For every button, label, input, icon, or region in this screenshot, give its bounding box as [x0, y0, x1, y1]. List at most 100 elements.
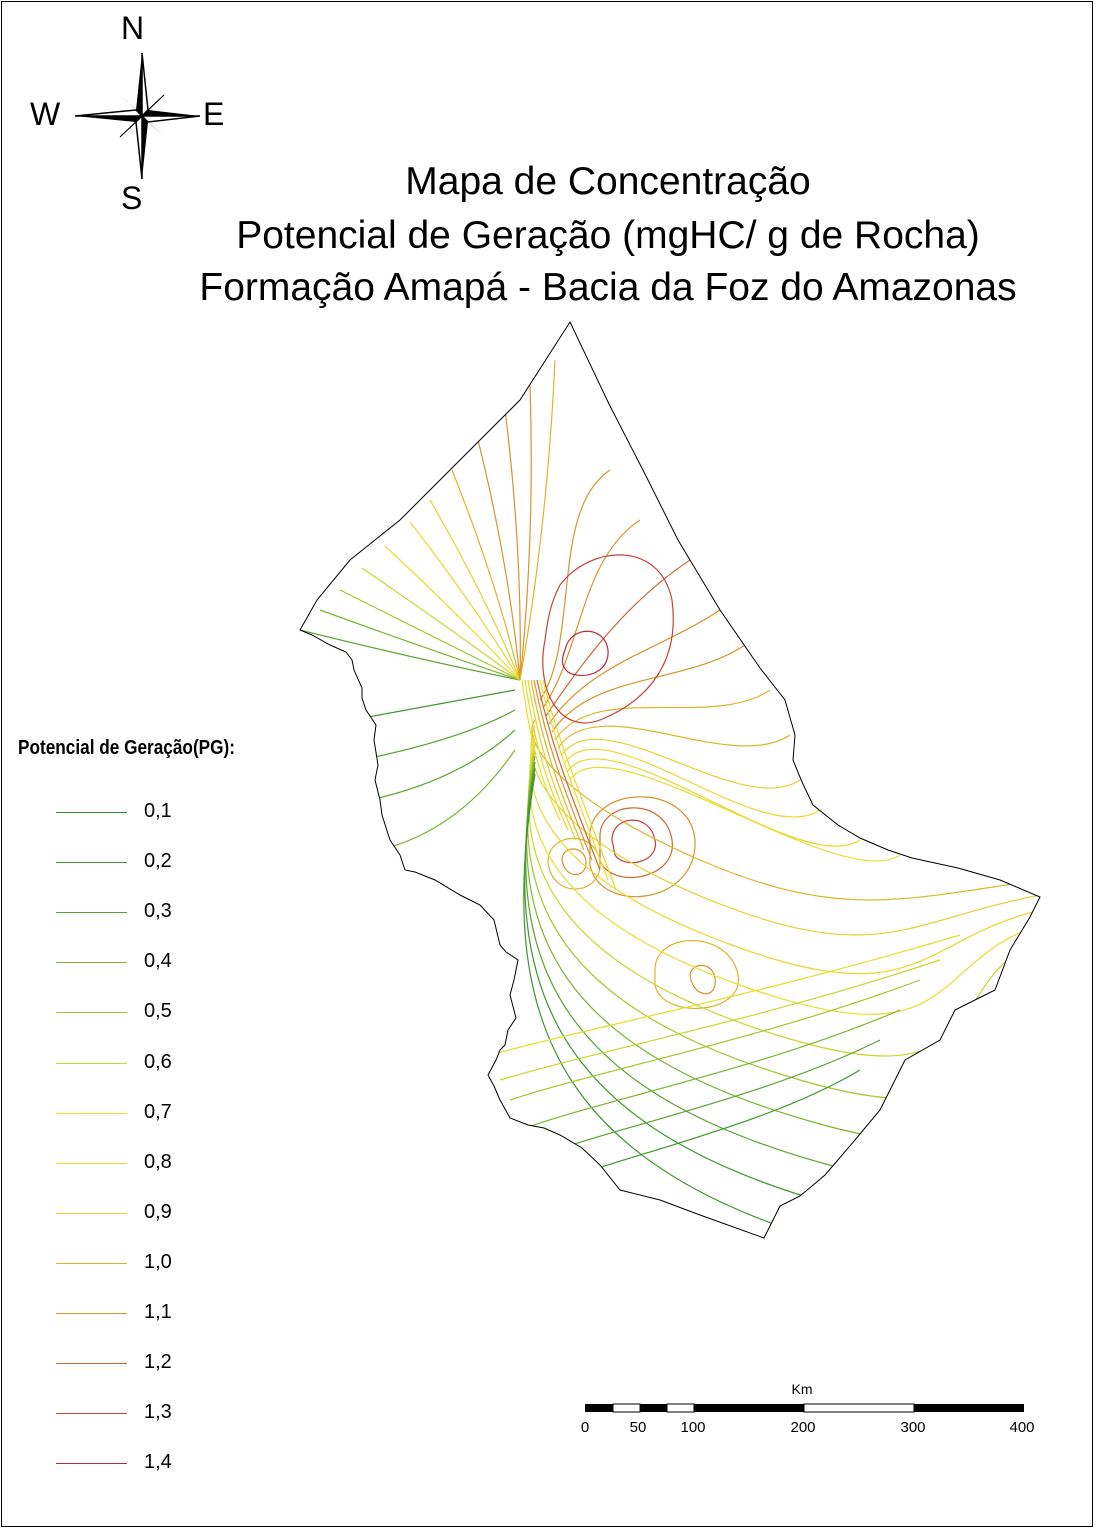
contour-line: [547, 837, 601, 890]
legend-label: 1,3: [144, 1401, 172, 1424]
scale-bar: [585, 1403, 1024, 1413]
legend-label: 0,2: [144, 850, 172, 873]
legend-item: 0,9: [56, 1199, 256, 1229]
contour-line: [521, 679, 561, 821]
contour-line: [689, 964, 716, 995]
legend-line-swatch: [56, 1112, 127, 1114]
contour-line: [530, 679, 585, 851]
legend-title: Potencial de Geração(PG):: [18, 737, 235, 759]
legend-item: 0,5: [56, 998, 256, 1028]
contour-line: [477, 439, 521, 681]
contour-line: [489, 934, 961, 1056]
scale-tick-label: 100: [680, 1419, 706, 1436]
contour-line: [519, 384, 532, 681]
legend-line-swatch: [56, 1212, 127, 1214]
map-title-line-3: Formação Amapá - Bacia da Foz do Amazona…: [199, 266, 1017, 309]
legend-line-swatch: [56, 962, 127, 964]
contour-line: [524, 767, 1040, 1228]
contour-line: [369, 729, 516, 801]
contour-line: [523, 773, 1040, 1238]
contour-line: [409, 521, 521, 681]
contour-line: [531, 719, 1040, 901]
contour-line: [319, 609, 521, 681]
contour-line: [654, 940, 739, 1009]
compass-west-label: W: [30, 96, 61, 132]
compass-south-label: S: [121, 180, 143, 216]
legend-item: 0,7: [56, 1099, 256, 1129]
contour-line: [527, 743, 1040, 1057]
legend-label: 0,1: [144, 800, 172, 822]
legend-item: 0,2: [56, 848, 256, 878]
contour-line: [384, 545, 521, 681]
contour-line: [542, 519, 641, 709]
contour-line: [529, 731, 1040, 975]
legend-line-swatch: [56, 1313, 127, 1314]
contour-line: [361, 567, 521, 681]
contour-line: [542, 554, 674, 724]
contour-line: [530, 725, 1040, 936]
contour-line: [539, 1069, 861, 1191]
scale-tick-label: 50: [629, 1419, 647, 1436]
contour-line: [599, 807, 673, 878]
contour-line: [560, 738, 801, 789]
contour-line: [528, 737, 1040, 1015]
contour-line: [379, 749, 516, 851]
legend-line-swatch: [56, 1062, 127, 1064]
scale-tick-label: 200: [790, 1419, 816, 1436]
contour-line: [519, 359, 556, 681]
contour-line: [509, 979, 921, 1101]
legend-label: 0,6: [144, 1050, 172, 1073]
contour-line: [566, 758, 861, 847]
scale-tick-label: 400: [1009, 1419, 1035, 1436]
legend-label: 0,3: [144, 900, 172, 923]
contour-line: [351, 689, 516, 721]
legend-line-swatch: [56, 1413, 127, 1415]
contour-line: [551, 644, 746, 733]
legend-line-swatch: [56, 812, 127, 813]
map-title-line-1: Mapa de Concentração: [405, 160, 811, 203]
legend-item: 0,1: [56, 798, 256, 828]
legend-item: 0,3: [56, 898, 256, 928]
scale-bar-unit: Km: [791, 1381, 813, 1397]
legend-item: 0,8: [56, 1149, 256, 1179]
compass-east-label: E: [203, 96, 225, 132]
legend-label: 0,9: [144, 1200, 172, 1223]
basin-outline: [299, 320, 1041, 1239]
scale-tick-label: 0: [580, 1419, 590, 1436]
legend-label: 1,0: [144, 1250, 172, 1273]
contour-line: [589, 796, 696, 898]
contour-line: [526, 749, 1040, 1099]
legend-label: 1,2: [144, 1351, 172, 1374]
legend-line-swatch: [56, 1162, 127, 1164]
contour-line: [429, 499, 521, 681]
contour-line: [563, 748, 821, 818]
contour-line: [533, 679, 593, 861]
legend-item: 1,1: [56, 1299, 256, 1329]
contour-line: [499, 959, 941, 1081]
legend-label: 0,8: [144, 1150, 172, 1173]
contour-line: [504, 409, 521, 681]
legend-label: 0,4: [144, 950, 172, 973]
contour-line: [527, 679, 577, 841]
contour-line: [519, 1009, 901, 1131]
contour-line: [557, 725, 791, 749]
contour-line: [542, 679, 617, 891]
contour-line: [569, 766, 901, 862]
legend-label: 1,1: [144, 1301, 172, 1323]
contour-line: [451, 469, 521, 681]
contour-line: [526, 755, 1040, 1142]
contour-line: [536, 679, 601, 871]
compass-north-label: N: [121, 10, 145, 46]
contour-line: [300, 629, 521, 681]
legend-item: 0,6: [56, 1049, 256, 1079]
contour-line: [539, 469, 611, 701]
contour-line: [539, 679, 609, 881]
contour-line: [561, 848, 587, 876]
contour-line: [359, 709, 516, 761]
legend-item: 1,4: [56, 1449, 256, 1479]
legend-line-swatch: [56, 862, 127, 864]
legend-line-swatch: [56, 1363, 127, 1365]
legend-line-swatch: [56, 1262, 127, 1264]
